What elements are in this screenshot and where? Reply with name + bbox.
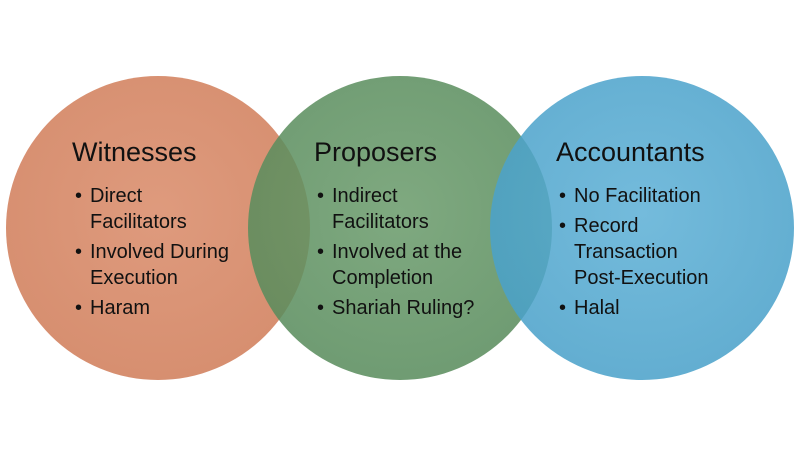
bullet-dot: • — [75, 297, 82, 319]
circle-title-witnesses: Witnesses — [72, 137, 197, 167]
bullet-line-accountants: No Facilitation — [574, 185, 701, 207]
bullet-line-proposers: Indirect — [332, 185, 398, 207]
bullet-line-proposers: Involved at the — [332, 241, 462, 263]
bullet-dot: • — [559, 185, 566, 207]
bullet-dot: • — [559, 215, 566, 237]
circle-title-proposers: Proposers — [314, 137, 437, 167]
venn-circle-proposers — [248, 76, 552, 380]
venn-circle-witnesses — [6, 76, 310, 380]
bullet-line-proposers: Shariah Ruling? — [332, 297, 474, 319]
bullet-line-witnesses: Execution — [90, 267, 178, 289]
bullet-line-witnesses: Facilitators — [90, 211, 187, 233]
bullet-line-proposers: Facilitators — [332, 211, 429, 233]
bullet-dot: • — [75, 241, 82, 263]
bullet-line-accountants: Halal — [574, 297, 620, 319]
bullet-dot: • — [317, 185, 324, 207]
venn-circle-accountants — [490, 76, 794, 380]
bullet-dot: • — [75, 185, 82, 207]
bullet-line-witnesses: Direct — [90, 185, 143, 207]
bullet-line-accountants: Post-Execution — [574, 267, 709, 289]
bullet-line-witnesses: Haram — [90, 297, 150, 319]
bullet-line-accountants: Record — [574, 215, 638, 237]
circle-title-accountants: Accountants — [556, 137, 705, 167]
bullet-dot: • — [317, 241, 324, 263]
bullet-line-accountants: Transaction — [574, 241, 678, 263]
bullet-line-witnesses: Involved During — [90, 241, 229, 263]
bullet-line-proposers: Completion — [332, 267, 433, 289]
bullet-dot: • — [317, 297, 324, 319]
bullet-dot: • — [559, 297, 566, 319]
